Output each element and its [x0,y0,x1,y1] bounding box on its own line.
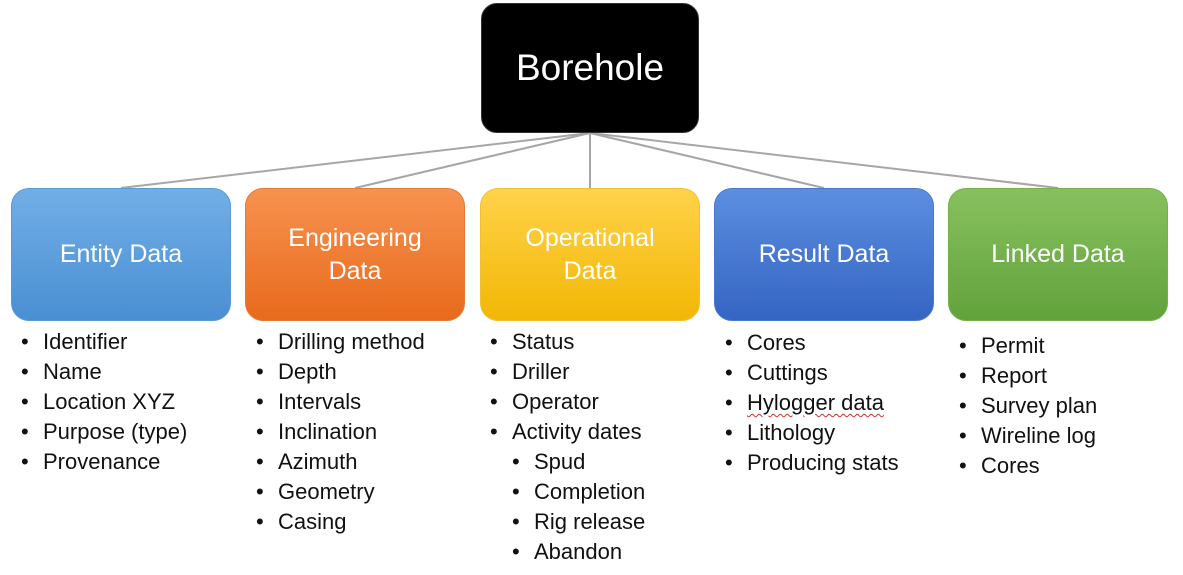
list-item: Driller [490,357,645,387]
category-label-line1: Linked Data [991,240,1125,268]
list-item: Lithology [725,418,899,448]
root-node-borehole: Borehole [481,3,699,133]
root-node-label: Borehole [515,47,665,88]
category-linked-data: Linked Data [948,188,1168,321]
list-item: Report [959,361,1097,391]
category-label-line1: Engineering [288,223,422,252]
list-item: Name [21,357,187,387]
list-item: Depth [256,357,425,387]
list-item: Activity dates [490,417,645,447]
category-label-line1: Entity Data [59,240,183,268]
category-engineering-data: Engineering Data [245,188,465,321]
result-data-list: Cores Cuttings Hylogger data Lithology P… [725,328,899,478]
category-label-line2: Data [563,256,617,285]
list-item: Survey plan [959,391,1097,421]
list-item: Producing stats [725,448,899,478]
sub-list-item: Spud [512,447,645,477]
list-item: Wireline log [959,421,1097,451]
entity-data-list: Identifier Name Location XYZ Purpose (ty… [21,327,187,477]
category-result-data: Result Data [714,188,934,321]
engineering-data-list: Drilling method Depth Intervals Inclinat… [256,327,425,537]
list-item: Casing [256,507,425,537]
category-label-line1: Result Data [758,240,890,268]
sub-list-item: Completion [512,477,645,507]
category-label-line2: Data [328,256,382,285]
list-item: Cores [725,328,899,358]
category-operational-data: Operational Data [480,188,700,321]
category-label-line1: Operational [525,223,655,252]
linked-data-list: Permit Report Survey plan Wireline log C… [959,331,1097,481]
sub-list-item: Abandon [512,537,645,567]
list-item: Provenance [21,447,187,477]
operational-data-list: Status Driller Operator Activity dates S… [490,327,645,567]
connector-engineering [354,132,591,189]
list-item: Location XYZ [21,387,187,417]
list-item: Status [490,327,645,357]
list-item: Drilling method [256,327,425,357]
list-item: Inclination [256,417,425,447]
connector-entity [120,132,591,189]
list-item: Geometry [256,477,425,507]
list-item: Permit [959,331,1097,361]
list-item: Intervals [256,387,425,417]
category-entity-data: Entity Data [11,188,231,321]
list-item: Operator [490,387,645,417]
connector-result [589,132,825,189]
list-item: Cores [959,451,1097,481]
list-item: Identifier [21,327,187,357]
sub-list-item: Rig release [512,507,645,537]
list-item: Cuttings [725,358,899,388]
list-item: Purpose (type) [21,417,187,447]
connector-linked [589,132,1059,189]
list-item: Azimuth [256,447,425,477]
list-item: Hylogger data [725,388,899,418]
